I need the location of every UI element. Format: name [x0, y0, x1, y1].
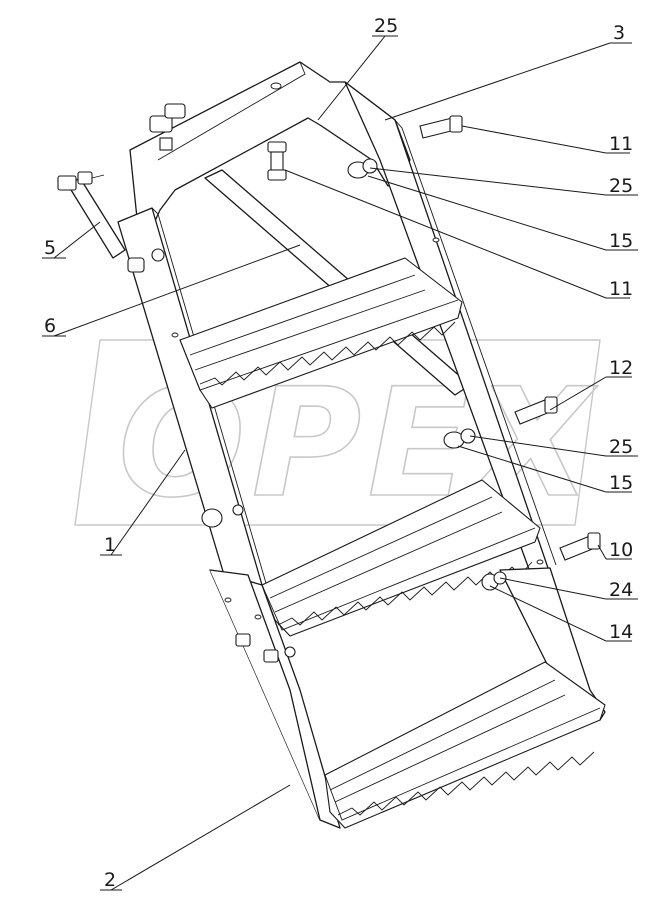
callout-11b: 11: [609, 278, 633, 300]
leader-25a: [369, 167, 638, 196]
tread-lower: [324, 661, 606, 829]
leader-2: [100, 784, 291, 891]
watermark-frame: [74, 339, 601, 526]
callout-6: 6: [44, 315, 56, 337]
callout-10: 10: [609, 539, 633, 561]
leader-15b: [457, 445, 632, 493]
bracket-hole: [270, 82, 282, 90]
leader-5: [42, 221, 101, 259]
leader-15a: [367, 175, 638, 251]
tie-rod: [57, 171, 126, 259]
callout-25b: 25: [609, 436, 633, 458]
callout-12: 12: [609, 357, 633, 379]
leader-14: [489, 585, 632, 642]
callout-3: 3: [613, 22, 625, 44]
leader-10: [597, 544, 632, 560]
hardware: [127, 103, 601, 663]
callout-5: 5: [44, 237, 56, 259]
rod-nut: [57, 175, 77, 191]
callout-25-top: 25: [374, 15, 398, 37]
callout-24: 24: [609, 579, 633, 601]
bolt-head: [267, 141, 287, 153]
leader-3: [384, 42, 632, 121]
callout-15b: 15: [609, 472, 633, 494]
callout-15a: 15: [609, 230, 633, 252]
callout-11a: 11: [609, 133, 633, 155]
leader-lines: [42, 35, 638, 891]
tread-upper: [179, 257, 463, 409]
leader-25b: [469, 435, 638, 457]
callouts: 25 3 11 25 15 11 5 6 12 25 15 1 10 24 14…: [44, 15, 633, 891]
leader-11b: [284, 169, 630, 299]
callout-2: 2: [104, 869, 116, 891]
callout-25a: 25: [609, 175, 633, 197]
leader-12: [549, 376, 632, 411]
leader-6: [42, 244, 301, 337]
leader-25-top: [317, 35, 398, 121]
leader-24: [499, 577, 638, 600]
leader-11a: [461, 125, 630, 154]
callout-14: 14: [609, 621, 633, 643]
callout-1: 1: [104, 534, 116, 556]
leader-1: [100, 449, 186, 556]
